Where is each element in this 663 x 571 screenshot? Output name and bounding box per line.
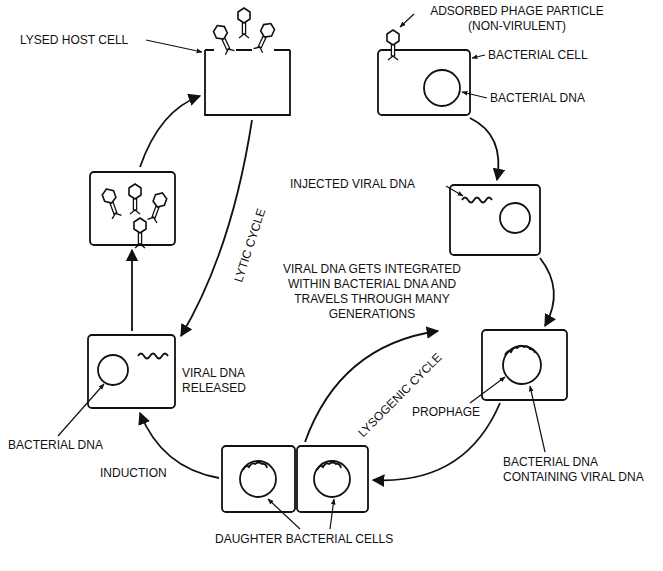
process-note: VIRAL DNA GETS INTEGRATED WITHIN BACTERI… [266,262,478,322]
viral-dna [462,198,492,203]
bacterial-cell [90,172,175,245]
callout-label: PROPHAGE [412,405,480,420]
bacterial-dna [424,70,460,106]
phage [253,21,277,53]
cycle-arrow [373,403,500,480]
callout-label: DAUGHTER BACTERIAL CELLS [215,532,393,547]
cycle-arrow [540,258,554,326]
bacterial-cell [88,335,175,408]
cycle-name: LYSOGENIC CYCLE [355,350,445,440]
prophage-dna [505,346,535,355]
leader-line [462,92,487,98]
leader-line [400,14,414,27]
lytic-arrow [181,120,252,336]
callout-label: BACTERIAL DNA [490,91,585,106]
prophage-dna [317,463,341,471]
leader-line [470,377,505,403]
phage [101,187,123,219]
bacterial-cell [450,185,540,255]
callout-label: BACTERIAL CELL [488,48,588,63]
bacterial-cell [378,50,470,115]
leader-line [472,55,485,58]
bacterial-cell [482,330,567,400]
phage [238,8,250,38]
bacterial-dna [314,461,350,497]
callout-label: VIRAL DNA RELEASED [182,366,264,396]
bacterial-dna [503,346,541,384]
phage [147,191,169,223]
callout-label: BACTERIAL DNA CONTAINING VIRAL DNA [503,455,658,485]
callout-label: ADSORBED PHAGE PARTICLE (NON-VIRULENT) [412,4,622,34]
lysed-cell [205,50,290,115]
cycle-arrow [140,96,200,167]
leader-line [268,499,300,529]
leader-line [58,384,104,436]
viral-dna [138,354,168,359]
daughter-cell [297,446,368,512]
daughter-cell [222,446,295,512]
leader-line [446,186,463,196]
bacterial-dna [98,355,128,385]
prophage-dna [243,463,267,471]
cycle-name: LYTIC CYCLE [231,206,269,283]
phage [212,23,236,55]
callout-label: INJECTED VIRAL DNA [290,177,415,192]
cycle-arrow [470,118,498,180]
callout-label: LYSED HOST CELL [20,33,128,48]
bacterial-dna [240,461,276,497]
phage [134,218,146,248]
leader-line [146,40,202,52]
phage [129,184,141,214]
bacterial-dna [500,203,530,233]
leader-line [330,499,334,529]
step-label: INDUCTION [100,466,167,481]
cycle-arrow [131,250,133,331]
leader-line [530,386,545,452]
phage [387,30,399,60]
callout-label: BACTERIAL DNA [8,438,103,453]
